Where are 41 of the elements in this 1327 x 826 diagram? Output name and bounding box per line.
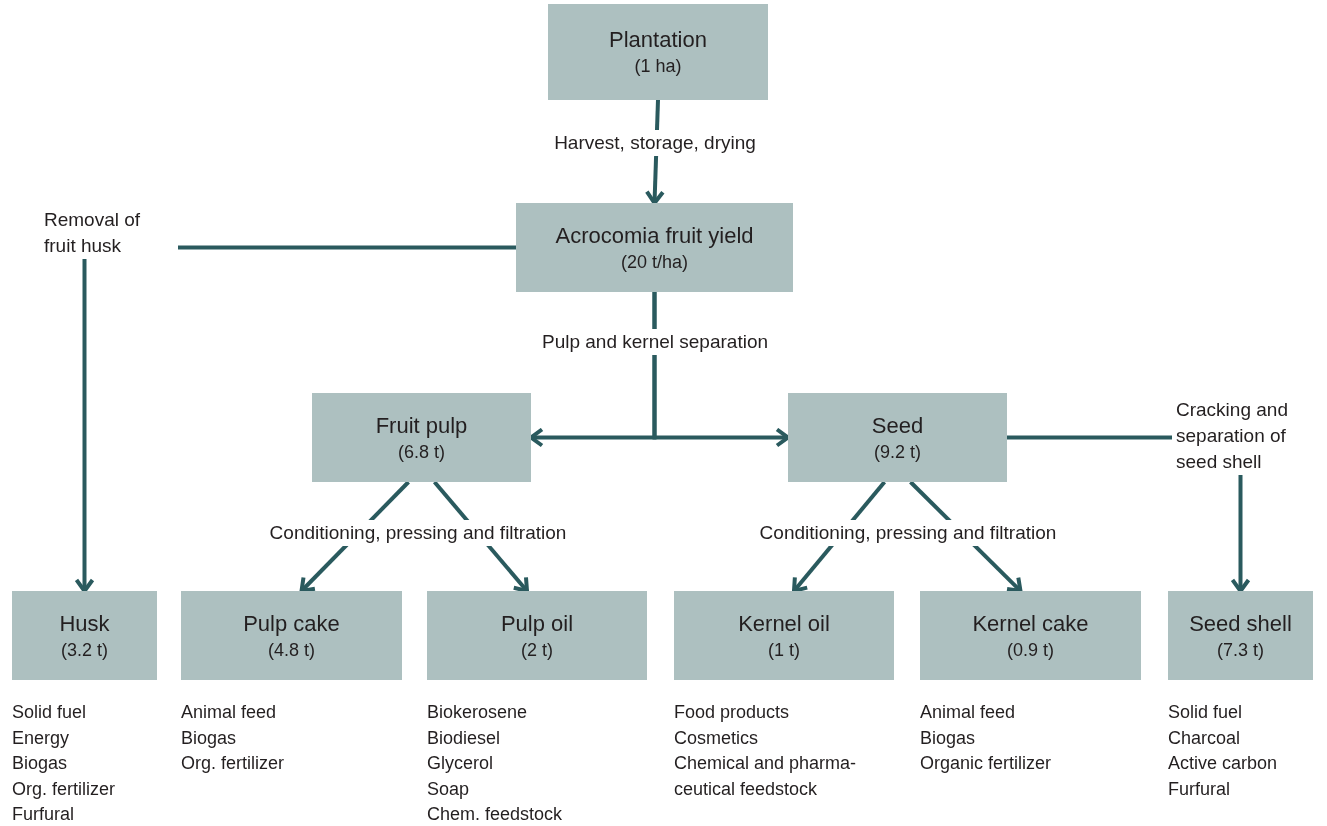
process-box [674,591,894,680]
box-value: (1 t) [768,638,800,662]
box-value: (1 ha) [634,55,682,78]
process-box [1168,591,1313,680]
box-value: (6.8 t) [398,440,445,464]
box-title: Husk [59,609,110,638]
product-item: Solid fuel [1168,701,1244,724]
box-title: Seed shell [1189,609,1292,638]
box-title: Kernel oil [738,609,830,638]
product-item: Furfural [12,803,75,826]
process-box [312,393,531,482]
product-item: Cosmetics [674,726,759,750]
box-title: Pulp cake [243,609,340,638]
box-title: Plantation [609,26,707,54]
box-title: Acrocomia fruit yield [555,221,754,250]
process-box [788,393,1007,482]
box-title: Kernel cake [972,609,1089,638]
product-item: Org. fertilizer [12,777,117,801]
box-value: (2 t) [521,638,553,662]
arrow [652,292,790,448]
process-box [427,591,647,680]
box-value: (20 t/ha) [620,250,688,274]
box-title: Seed [871,411,924,440]
box-value: (0.9 t) [1007,638,1054,662]
process-box [516,203,793,292]
process-box [920,591,1141,680]
box-value: (7.3 t) [1217,638,1264,662]
product-item: Furfural [1168,777,1231,801]
product-item: Food products [674,701,791,724]
process-box [548,4,768,100]
box-value: (9.2 t) [874,440,921,464]
box-value: (4.8 t) [268,638,315,662]
product-item: Chemical and pharma-ceutical feedstock [674,752,858,801]
product-item: Charcoal [1168,726,1242,750]
process-box [12,591,157,680]
product-item: Active carbon [1168,752,1279,775]
process-box [181,591,402,680]
box-title: Pulp oil [500,609,574,638]
box-title: Fruit pulp [375,411,468,440]
box-value: (3.2 t) [61,638,108,662]
product-item: Chem. feedstock [427,803,564,826]
